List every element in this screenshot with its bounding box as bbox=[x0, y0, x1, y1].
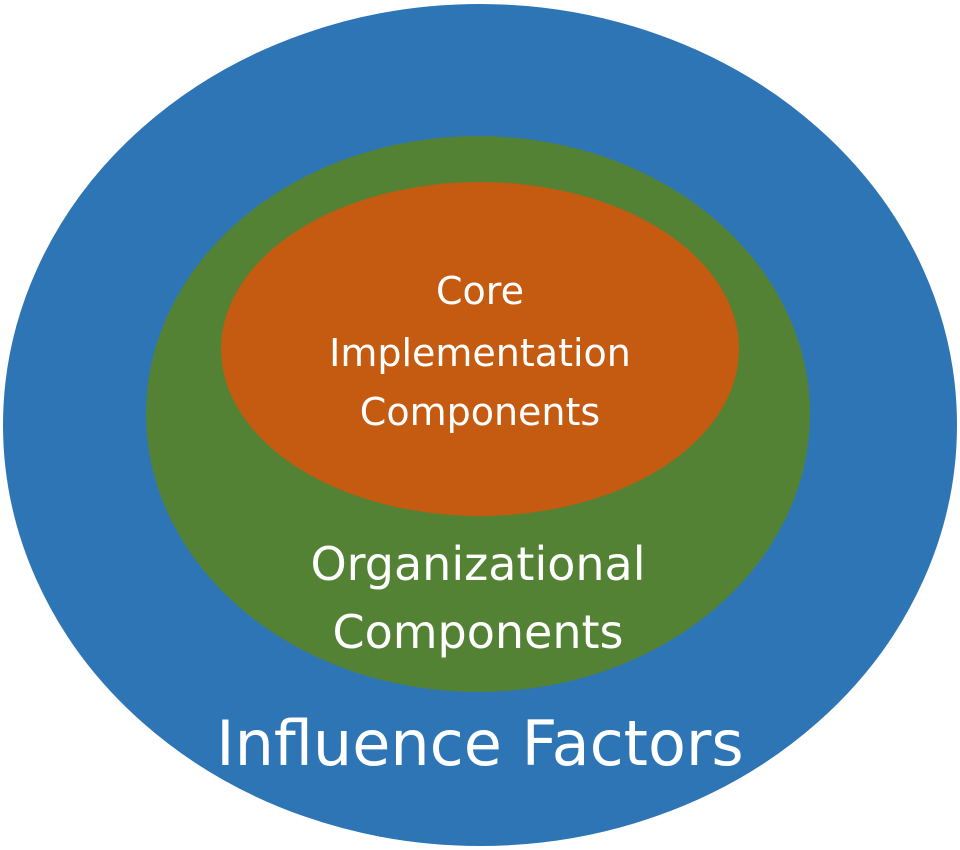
inner-label-line-2: Implementation bbox=[329, 331, 631, 375]
middle-label-line-1: Organizational bbox=[310, 537, 645, 591]
inner-ellipse-core-implementation bbox=[221, 182, 739, 516]
middle-label-line-2: Components bbox=[332, 605, 623, 659]
outer-label: Influence Factors bbox=[216, 707, 743, 780]
inner-label-line-3: Components bbox=[360, 390, 600, 434]
inner-label-line-1: Core bbox=[436, 269, 524, 313]
